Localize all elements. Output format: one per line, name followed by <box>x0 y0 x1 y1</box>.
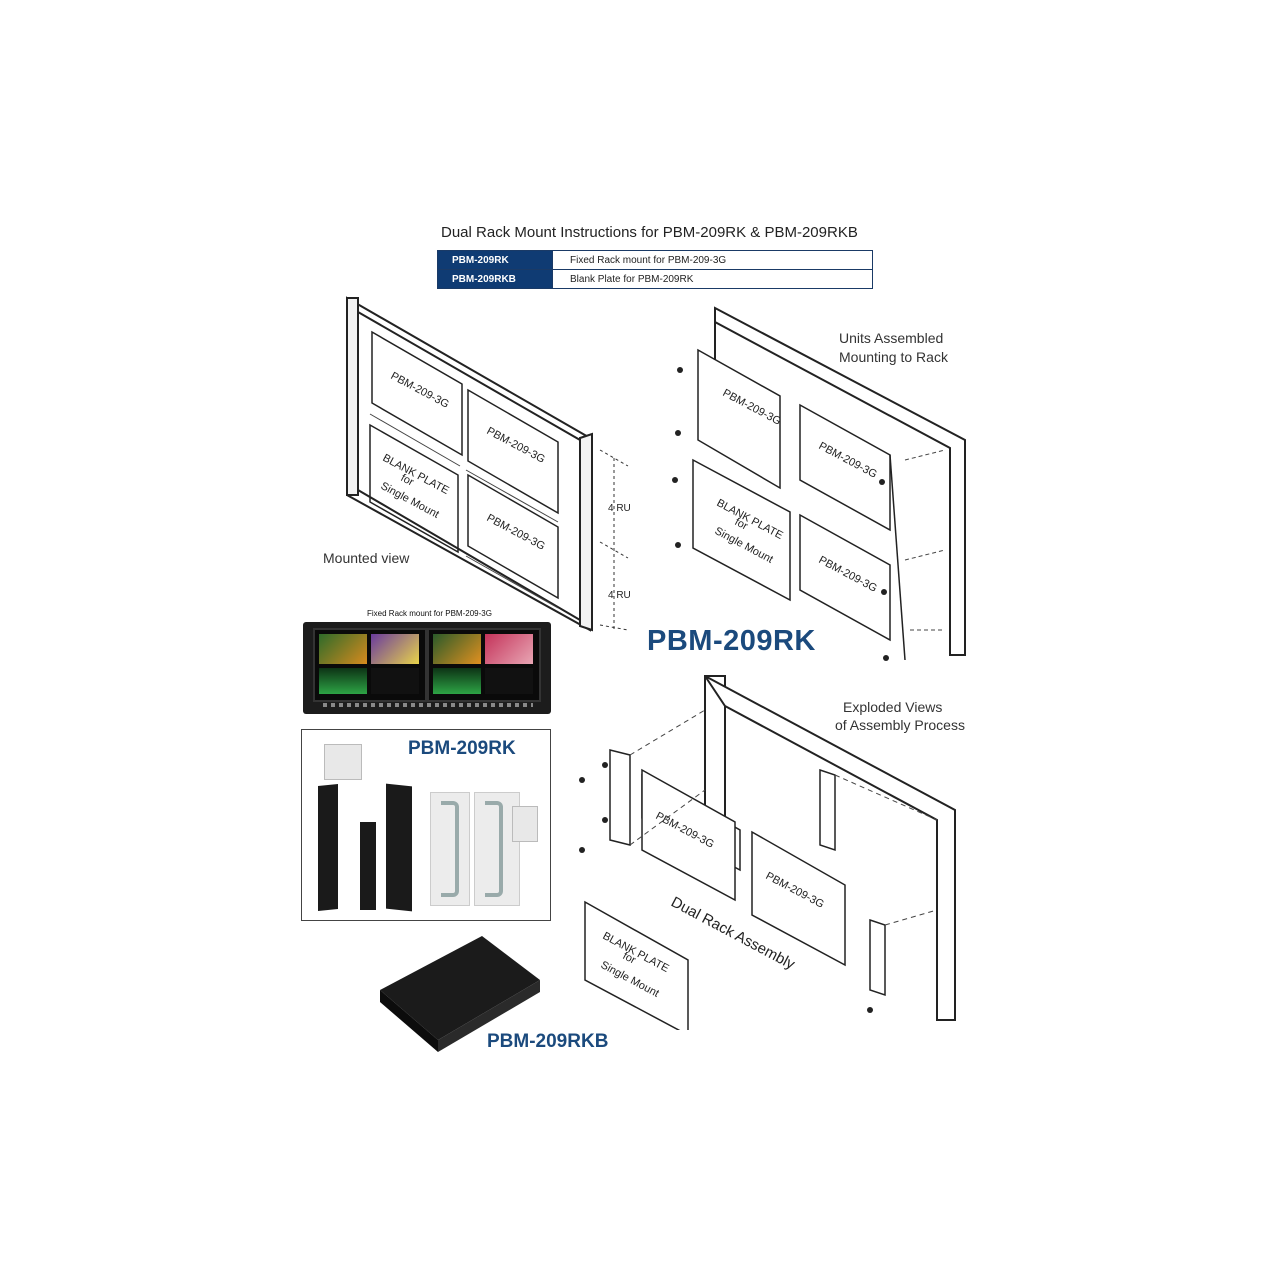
photo-caption: Fixed Rack mount for PBM-209-3G <box>367 609 492 618</box>
monitor-right <box>427 628 541 702</box>
blank-plate-label: for <box>399 472 416 489</box>
product-title: PBM-209RK <box>647 625 816 657</box>
rack-bracket <box>318 783 338 912</box>
page-title: Dual Rack Mount Instructions for PBM-209… <box>441 224 858 241</box>
monitor-left <box>313 628 427 702</box>
exploded-caption-line2: of Assembly Process <box>835 717 965 733</box>
spec-code: PBM-209RKB <box>437 269 553 289</box>
kit-contents-box: PBM-209RK <box>301 729 551 921</box>
exploded-caption-line1: Exploded Views <box>843 699 943 715</box>
blank-title: PBM-209RKB <box>487 1031 609 1052</box>
kit-title: PBM-209RK <box>408 738 516 759</box>
monitor-label: PBM-209-3G <box>817 440 879 481</box>
spec-description: Blank Plate for PBM-209RK <box>552 269 873 289</box>
table-row: PBM-209RK Fixed Rack mount for PBM-209-3… <box>437 250 873 270</box>
blank-plate-label: for <box>733 516 750 533</box>
ru-label-lower: 4 RU <box>608 590 631 601</box>
blank-plate-label: for <box>621 950 638 967</box>
monitor-label: PBM-209-3G <box>817 554 879 595</box>
rack-bracket <box>386 783 412 912</box>
units-assembled-diagram: PBM-209-3G PBM-209-3G PBM-209-3G BLANK P… <box>672 306 966 661</box>
spec-table: PBM-209RK Fixed Rack mount for PBM-209-3… <box>437 250 873 289</box>
rack-mount-photo <box>303 622 551 714</box>
units-assembled-caption-line1: Units Assembled <box>839 330 944 346</box>
screw-bag <box>512 806 538 842</box>
screw-bag <box>324 744 362 780</box>
rack-bracket <box>360 822 376 910</box>
mounted-view-diagram: 4 RU 4 RU PBM-209-3G PBM-209-3G PBM-209-… <box>346 296 631 632</box>
spec-description: Fixed Rack mount for PBM-209-3G <box>552 250 873 270</box>
mounted-view-caption: Mounted view <box>323 550 410 566</box>
exploded-assembly-diagram: PBM-209-3G PBM-209-3G BLANK PLATE for Si… <box>579 675 956 1030</box>
ru-label-upper: 4 RU <box>608 503 631 514</box>
spec-code: PBM-209RK <box>437 250 553 270</box>
handle-bag <box>430 792 470 906</box>
table-row: PBM-209RKB Blank Plate for PBM-209RK <box>437 269 873 289</box>
units-assembled-caption-line2: Mounting to Rack <box>839 349 948 365</box>
blank-plate-photo <box>380 936 540 1052</box>
